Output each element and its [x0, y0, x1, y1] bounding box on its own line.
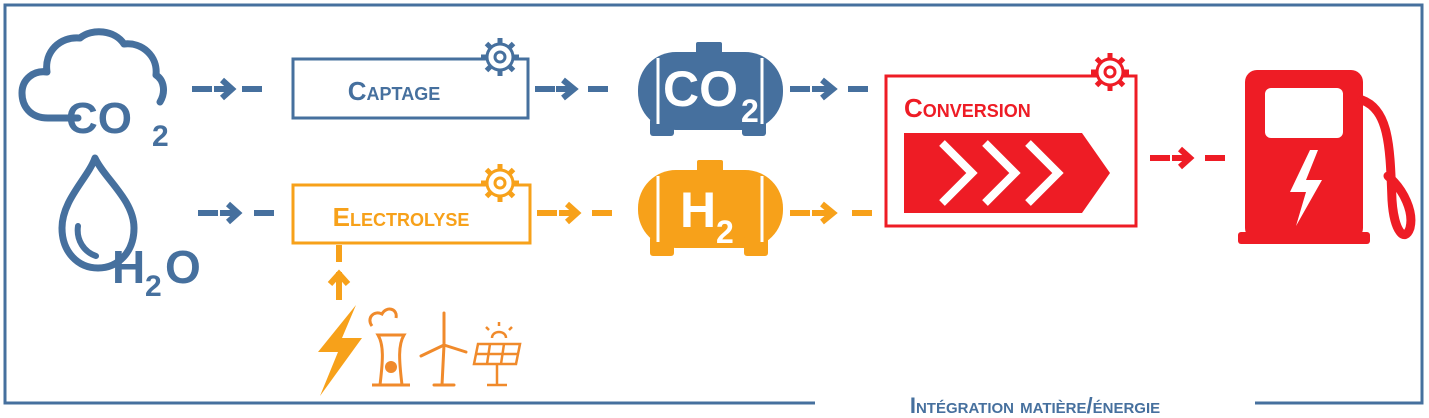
co2-input-subscript: 2: [152, 120, 169, 153]
arrow-h2o-to-electrolyse: [198, 201, 274, 225]
h2o-label-o: O: [165, 241, 201, 293]
gear-icon: [1091, 53, 1129, 91]
solar-panel-icon: [472, 322, 522, 387]
h2-tank-subscript: 2: [716, 214, 734, 250]
nuclear-plant-icon: [368, 307, 410, 387]
h2o-input: H 2 O: [58, 154, 201, 303]
arrow-electrolyse-to-tank: [537, 201, 612, 225]
lightning-icon: [1290, 150, 1322, 226]
arrow-h2tank-to-conversion: [790, 201, 872, 225]
captage-label: Captage: [348, 76, 440, 106]
h2-tank-label: H: [680, 182, 716, 238]
drop-shine: [74, 223, 99, 259]
co2-input: CO 2: [18, 28, 169, 153]
arrow-energy-to-electrolyse: [327, 245, 351, 300]
arrow-co2-to-captage: [192, 77, 262, 101]
tank-icon: [638, 42, 783, 136]
arrow-co2tank-to-conversion: [790, 77, 868, 101]
h2-tank: H 2: [638, 160, 783, 256]
conversion-label: Conversion: [904, 93, 1031, 123]
conversion-process: Conversion: [884, 53, 1138, 228]
footer-label: Intégration matière/énergie: [910, 393, 1160, 418]
energy-sources: [318, 305, 522, 396]
gear-icon: [481, 38, 519, 76]
arrow-conversion-to-pump: [1150, 146, 1225, 170]
frame-border: [3, 3, 1424, 405]
cloud-icon: [18, 28, 167, 122]
h2o-label-sub: 2: [145, 270, 162, 303]
electrolyse-label: Electrolyse: [333, 202, 470, 232]
lightning-icon: [318, 305, 362, 396]
co2-tank-subscript: 2: [741, 93, 759, 129]
wind-turbine-icon: [419, 311, 468, 387]
electrolyse-process: Electrolyse: [291, 164, 532, 245]
co2-tank-label: CO: [663, 61, 738, 117]
tank-icon: [638, 160, 783, 256]
water-drop-icon: [58, 154, 138, 272]
arrow-captage-to-tank: [535, 77, 608, 101]
gear-icon: [481, 164, 519, 202]
h2o-label-h: H: [112, 241, 145, 293]
fuel-pump-icon: [1238, 70, 1416, 244]
chevron-arrows-icon: [904, 133, 1110, 213]
captage-process: Captage: [291, 38, 530, 120]
co2-tank: CO 2: [638, 42, 783, 136]
co2-input-label: CO: [66, 94, 132, 143]
